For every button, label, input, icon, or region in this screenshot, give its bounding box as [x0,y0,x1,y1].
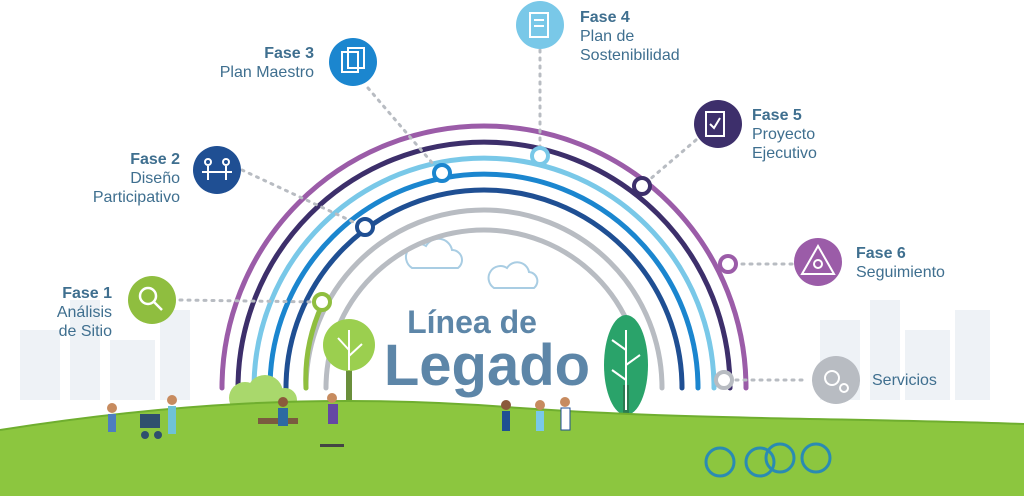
phase-icons [128,1,860,404]
fase4-title: Fase 4 [580,9,630,26]
tree-left [323,319,375,405]
fase6-title: Fase 6 [856,245,906,262]
title-line-1: Línea de [407,304,537,340]
arc-fase5 [235,139,733,391]
people-group-bench [258,393,344,447]
fase3-title: Fase 3 [264,45,314,62]
label-fase1: Fase 1 Análisis de Sitio [20,284,112,342]
fase1-line-2: de Sitio [58,323,112,341]
fase5-line-1: Proyecto [752,126,816,144]
fase1-title: Fase 1 [62,285,112,302]
arc-group [219,123,749,391]
label-fase2: Fase 2 Diseño Participativo [60,150,180,208]
arc-fase4 [251,155,717,391]
document-icon [529,12,549,38]
label-fase4: Fase 4 Plan de Sostenibilidad [580,8,720,66]
label-servicios: Servicios [872,371,992,390]
fase4-line-1: Plan de [580,28,635,46]
arc-inner [323,227,645,391]
fase2-line-1: Diseño [130,170,180,188]
checklist-icon [705,111,725,137]
label-fase6: Fase 6 Seguimiento [856,244,986,282]
people-icon [202,158,232,180]
label-fase5: Fase 5 Proyecto Ejecutivo [752,106,872,164]
magnifier-icon [138,286,163,311]
servicios-line-1: Servicios [872,372,937,389]
gears-icon [824,370,849,393]
fase5-line-2: Ejecutivo [752,145,817,163]
fase3-line-1: Plan Maestro [219,64,314,82]
arc-fase3 [267,171,701,391]
blueprint-icon [341,47,365,73]
arc-fase2 [283,187,685,391]
people-group-bikes [704,442,832,478]
label-fase3: Fase 3 Plan Maestro [190,44,314,82]
fase6-line-1: Seguimiento [856,264,945,282]
fase5-title: Fase 5 [752,107,802,124]
fase4-line-2: Sostenibilidad [580,47,680,65]
tree-right [604,315,648,430]
worker-warning-icon [800,243,836,275]
fase2-line-2: Participativo [92,189,180,207]
people-group-left [107,395,177,439]
connectors [178,48,810,382]
cloud-icon [405,237,539,289]
arc-nodes [312,146,738,390]
fase2-title: Fase 2 [130,151,180,168]
people-group-runners [501,397,571,431]
arc-fase6 [219,123,749,391]
fase1-line-1: Análisis [56,304,112,322]
title-line-2: Legado [383,333,591,398]
